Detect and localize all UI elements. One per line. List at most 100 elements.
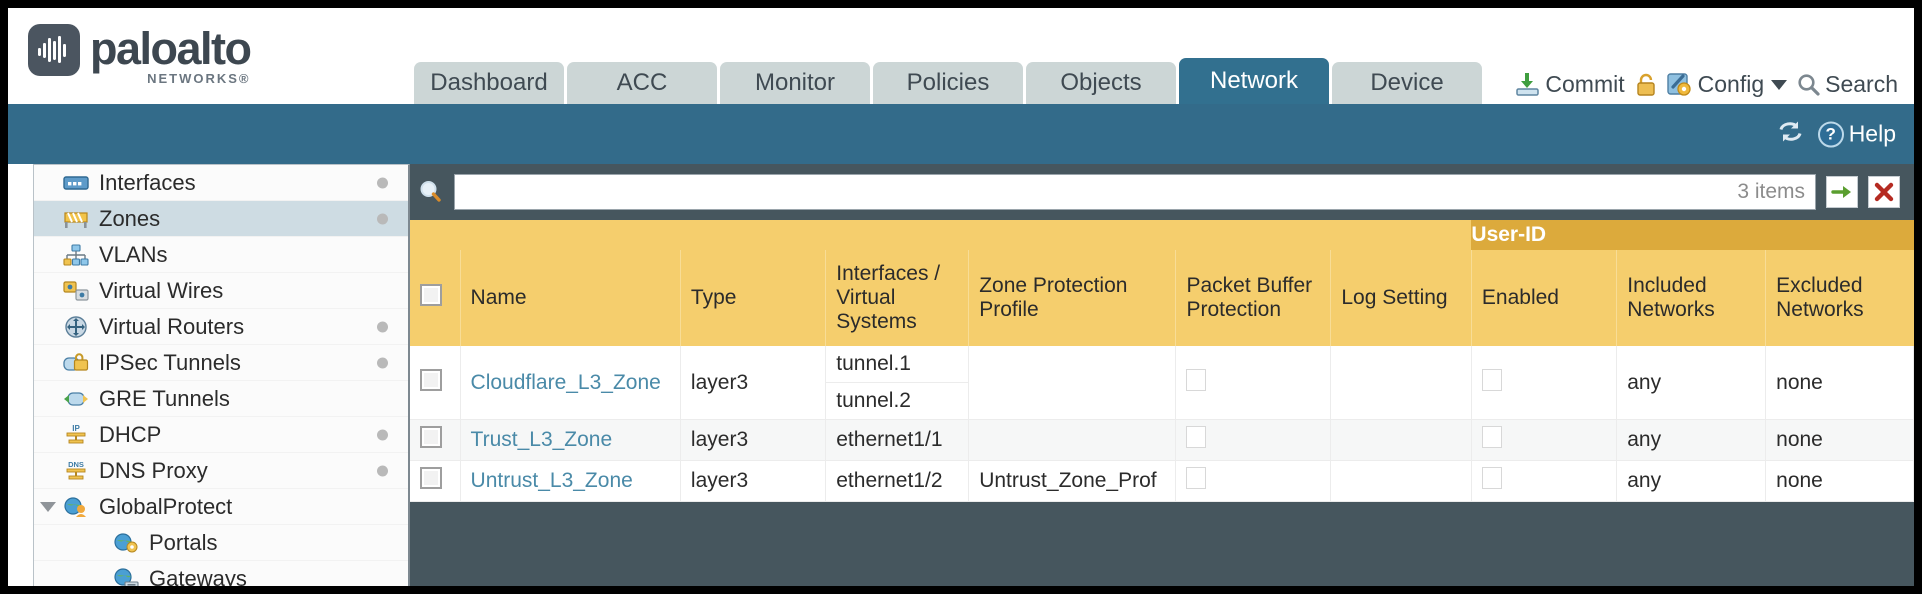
sidebar-item-zones[interactable]: Zones — [34, 201, 408, 237]
sidebar-item-portals[interactable]: Portals — [34, 525, 408, 561]
dhcp-icon: IP — [62, 423, 90, 447]
cell-type: layer3 — [680, 346, 827, 420]
refresh-icon[interactable] — [1777, 120, 1804, 149]
tab-objects[interactable]: Objects — [1026, 62, 1176, 104]
sidebar-item-label: GlobalProtect — [99, 493, 233, 519]
cell-userid-enabled — [1471, 460, 1618, 502]
sidebar-item-gateways[interactable]: Gateways — [34, 561, 408, 586]
status-dot — [377, 213, 388, 224]
sidebar-item-label: GRE Tunnels — [99, 385, 230, 411]
clear-filter-button[interactable] — [1868, 176, 1900, 208]
zone-name-link[interactable]: Trust_L3_Zone — [470, 428, 613, 451]
cell-packet-buffer-protection — [1175, 346, 1332, 420]
zones-icon — [62, 207, 90, 231]
sidebar-item-vlans[interactable]: VLANs — [34, 237, 408, 273]
group-header-spacer — [410, 220, 1472, 250]
config-wrench-icon — [1666, 72, 1693, 97]
cell-log-setting — [1330, 346, 1472, 420]
tab-network[interactable]: Network — [1179, 58, 1329, 104]
status-dot — [377, 465, 388, 476]
sidebar-item-interfaces[interactable]: Interfaces — [34, 165, 408, 201]
col-excluded-networks[interactable]: Excluded Networks — [1765, 250, 1914, 346]
userid-enabled-checkbox[interactable] — [1481, 426, 1502, 448]
app-window: paloalto NETWORKS® Dashboard ACC Monitor… — [8, 8, 1914, 586]
sidebar-item-globalprotect[interactable]: GlobalProtect — [34, 489, 408, 525]
cell-type: layer3 — [680, 419, 827, 461]
tab-policies[interactable]: Policies — [873, 62, 1023, 104]
lock-icon[interactable] — [1635, 73, 1657, 97]
cell-log-setting — [1330, 460, 1472, 502]
cell-included-networks: any — [1616, 419, 1767, 461]
select-all-checkbox[interactable] — [420, 284, 442, 306]
top-header: paloalto NETWORKS® Dashboard ACC Monitor… — [8, 8, 1914, 104]
tab-device[interactable]: Device — [1332, 62, 1482, 104]
col-interfaces[interactable]: Interfaces / Virtual Systems — [825, 250, 970, 346]
sidebar-nav: Interfaces Zones — [33, 164, 410, 586]
sidebar-item-label: Virtual Wires — [99, 277, 224, 303]
sidebar-item-label: Gateways — [149, 565, 247, 587]
row-checkbox[interactable] — [420, 467, 442, 489]
row-checkbox[interactable] — [420, 426, 442, 448]
col-packet-buffer-protection[interactable]: Packet Buffer Protection — [1175, 250, 1332, 346]
cell-name: Cloudflare_L3_Zone — [460, 346, 681, 420]
chevron-down-icon — [1771, 79, 1788, 90]
packet-buffer-protection-checkbox[interactable] — [1186, 467, 1207, 489]
cell-zone-protection-profile — [968, 419, 1177, 461]
help-icon: ? — [1817, 121, 1844, 147]
page-body: Interfaces Zones — [8, 164, 1914, 586]
userid-enabled-checkbox[interactable] — [1481, 368, 1502, 391]
cell-excluded-networks: none — [1765, 346, 1914, 420]
vlans-icon — [62, 243, 90, 267]
col-type[interactable]: Type — [680, 250, 827, 346]
table-row[interactable]: Cloudflare_L3_Zone layer3 tunnel.1 tunne… — [410, 346, 1914, 420]
search-button[interactable]: Search — [1797, 71, 1898, 98]
cell-excluded-networks: none — [1765, 419, 1914, 461]
sidebar-item-label: DHCP — [99, 421, 162, 447]
virtual-routers-icon — [62, 315, 90, 339]
sidebar-item-virtual-wires[interactable]: Virtual Wires — [34, 273, 408, 309]
tab-acc[interactable]: ACC — [567, 62, 717, 104]
filter-input-wrap[interactable]: 3 items — [454, 174, 1816, 210]
apply-filter-button[interactable] — [1826, 176, 1858, 208]
sidebar-item-virtual-routers[interactable]: Virtual Routers — [34, 309, 408, 345]
col-included-networks[interactable]: Included Networks — [1616, 250, 1767, 346]
zone-name-link[interactable]: Cloudflare_L3_Zone — [470, 370, 661, 394]
sidebar-item-gre-tunnels[interactable]: GRE Tunnels — [34, 381, 408, 417]
col-zone-protection-profile[interactable]: Zone Protection Profile — [968, 250, 1177, 346]
packet-buffer-protection-checkbox[interactable] — [1186, 426, 1207, 448]
commit-button[interactable]: Commit — [1515, 71, 1625, 98]
sidebar-item-ipsec-tunnels[interactable]: IPSec Tunnels — [34, 345, 408, 381]
sidebar-item-label: Portals — [149, 529, 218, 555]
col-name[interactable]: Name — [460, 250, 681, 346]
virtual-wires-icon — [62, 279, 90, 303]
sidebar-item-dhcp[interactable]: IP DHCP — [34, 417, 408, 453]
status-dot — [377, 177, 388, 188]
userid-enabled-checkbox[interactable] — [1481, 467, 1502, 489]
filter-bar: 3 items — [410, 164, 1914, 220]
sidebar-item-dns-proxy[interactable]: DNS DNS Proxy — [34, 453, 408, 489]
select-all-header — [410, 250, 461, 346]
portals-icon — [112, 531, 140, 555]
help-button[interactable]: ? Help — [1817, 120, 1896, 148]
cell-packet-buffer-protection — [1175, 419, 1332, 461]
table-row[interactable]: Trust_L3_Zone layer3 ethernet1/1 — [410, 419, 1914, 461]
main-nav-tabs: Dashboard ACC Monitor Policies Objects N… — [414, 58, 1482, 104]
help-label: Help — [1848, 120, 1896, 147]
sidebar-item-label: Interfaces — [99, 169, 196, 195]
col-log-setting[interactable]: Log Setting — [1330, 250, 1472, 346]
config-menu[interactable]: Config — [1666, 71, 1788, 98]
zone-name-link[interactable]: Untrust_L3_Zone — [470, 469, 633, 492]
col-enabled[interactable]: Enabled — [1471, 250, 1618, 346]
table-row[interactable]: Untrust_L3_Zone layer3 ethernet1/2 Untru… — [410, 460, 1914, 502]
chevron-down-icon[interactable] — [40, 501, 56, 512]
search-input[interactable] — [455, 175, 1738, 209]
cell-type: layer3 — [680, 460, 827, 502]
tab-monitor[interactable]: Monitor — [720, 62, 870, 104]
svg-text:IP: IP — [72, 424, 80, 433]
packet-buffer-protection-checkbox[interactable] — [1186, 368, 1207, 391]
row-checkbox[interactable] — [420, 368, 442, 391]
interface-entry: tunnel.1 — [826, 346, 969, 383]
magnifier-icon[interactable] — [418, 179, 444, 205]
sidebar-item-label: IPSec Tunnels — [99, 349, 241, 375]
tab-dashboard[interactable]: Dashboard — [414, 62, 564, 104]
